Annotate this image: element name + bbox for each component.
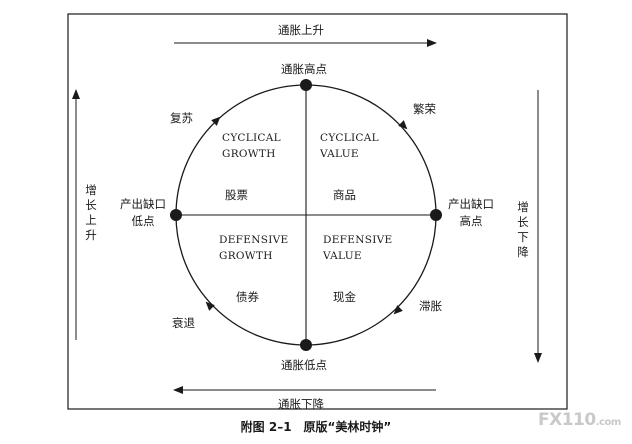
- quadrant-tr-title-line1: CYCLICAL: [320, 132, 379, 144]
- quadrant-br-asset: 现金: [333, 290, 356, 304]
- quadrant-tl-title-line1: CYCLICAL: [222, 132, 281, 144]
- quadrant-br-title-line1: DEFENSIVE: [323, 234, 393, 246]
- watermark-suffix: .com: [595, 417, 622, 428]
- cycle-arrow-recovery: [211, 116, 221, 126]
- inflation-falling-label: 通胀下降: [278, 397, 324, 411]
- phase-recession-label: 衰退: [172, 316, 195, 330]
- output-gap-trough-label: 产出缺口 低点: [118, 196, 168, 230]
- node-inflation-peak: [300, 79, 312, 91]
- quadrant-tr-asset: 商品: [333, 188, 356, 202]
- quadrant-tr-title-line2: VALUE: [320, 148, 359, 160]
- output-gap-peak-label: 产出缺口 高点: [446, 196, 496, 230]
- quadrant-bl-title: DEFENSIVE GROWTH: [219, 232, 289, 264]
- quadrant-bl-title-line1: DEFENSIVE: [219, 234, 289, 246]
- figure-caption: 附图 2–1 原版“美林时钟”: [240, 420, 392, 434]
- cycle-arrow-recession: [205, 301, 215, 311]
- cycle-arrow-overheat: [398, 120, 408, 130]
- inflation-peak-label: 通胀高点: [281, 62, 327, 76]
- quadrant-tl-title: CYCLICAL GROWTH: [222, 130, 281, 162]
- quadrant-tl-title-line2: GROWTH: [222, 148, 276, 160]
- inflation-rising-label: 通胀上升: [278, 23, 324, 37]
- quadrant-tr-title: CYCLICAL VALUE: [320, 130, 379, 162]
- watermark-logo: FX110.com: [538, 410, 621, 430]
- cycle-arrow-stagflation: [393, 305, 403, 315]
- quadrant-bl-title-line2: GROWTH: [219, 250, 273, 262]
- phase-overheat-label: 繁荣: [413, 102, 436, 116]
- output-gap-trough-line2: 低点: [131, 214, 155, 228]
- node-inflation-trough: [300, 339, 312, 351]
- quadrant-br-title-line2: VALUE: [323, 250, 362, 262]
- node-output-gap-trough: [170, 209, 182, 221]
- growth-falling-label: 增长下降: [517, 200, 529, 259]
- growth-rising-label: 增长上升: [85, 183, 97, 242]
- output-gap-trough-line1: 产出缺口: [120, 197, 166, 211]
- quadrant-br-title: DEFENSIVE VALUE: [323, 232, 393, 264]
- output-gap-peak-line1: 产出缺口: [448, 197, 494, 211]
- watermark-main: FX110: [538, 410, 596, 430]
- inflation-trough-label: 通胀低点: [281, 358, 327, 372]
- outer-frame: [67, 13, 568, 410]
- phase-stagflation-label: 滞胀: [419, 299, 442, 313]
- quadrant-tl-asset: 股票: [225, 188, 248, 202]
- phase-recovery-label: 复苏: [170, 111, 193, 125]
- node-output-gap-peak: [430, 209, 442, 221]
- quadrant-bl-asset: 债券: [236, 290, 259, 304]
- output-gap-peak-line2: 高点: [459, 214, 483, 228]
